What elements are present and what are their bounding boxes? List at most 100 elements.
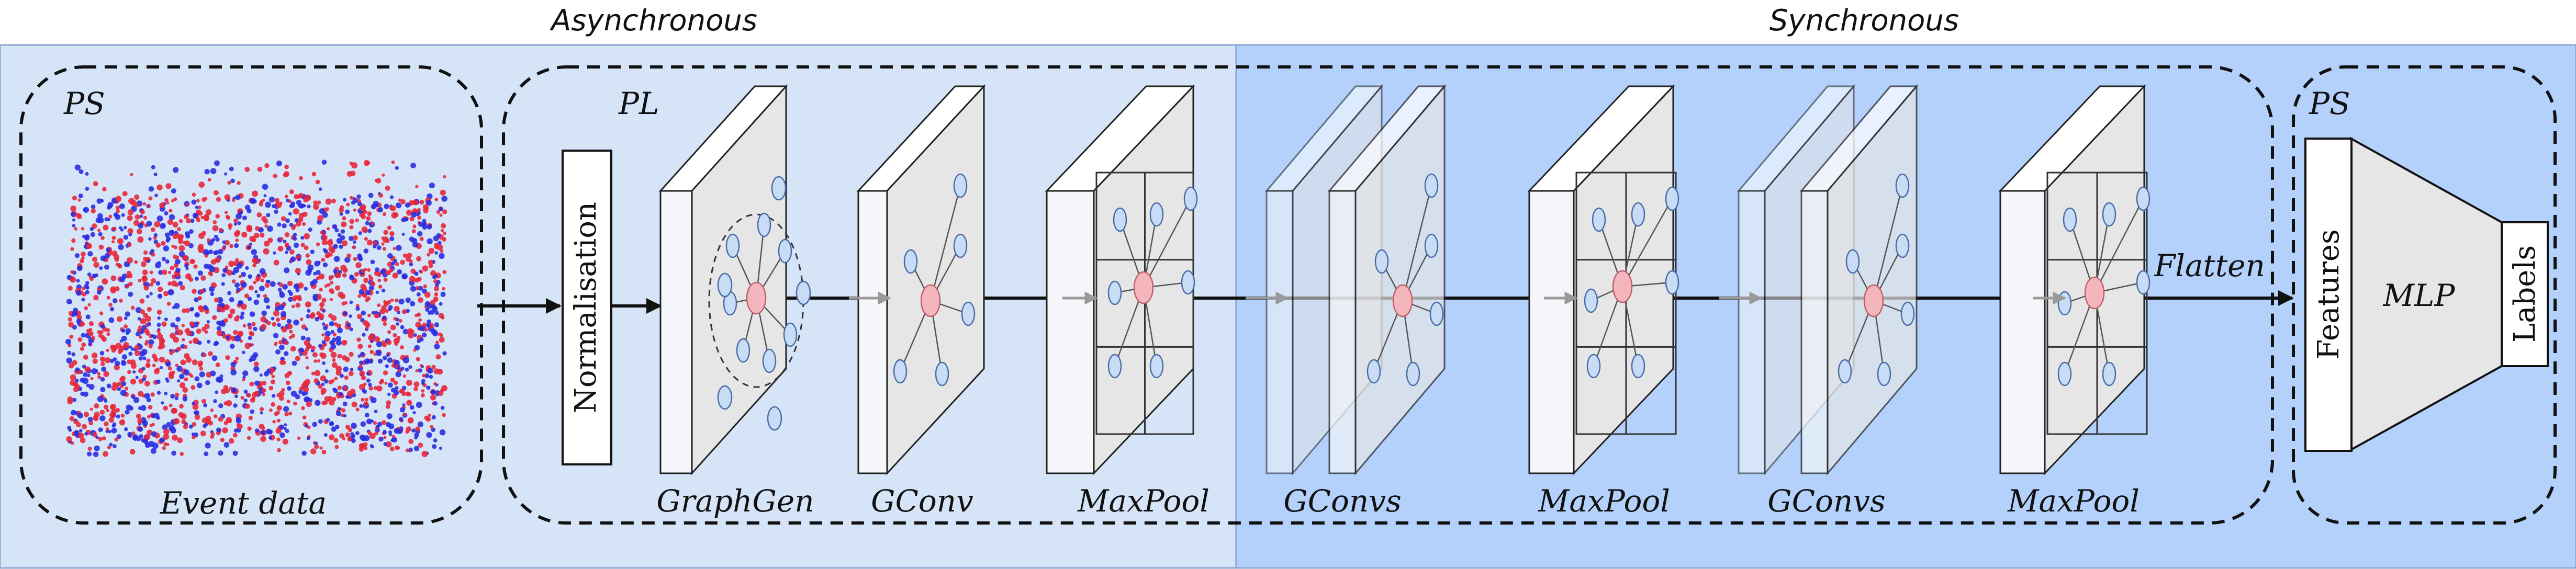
center-node bbox=[1392, 284, 1413, 317]
event-point bbox=[214, 297, 219, 303]
event-point bbox=[106, 295, 110, 300]
event-point bbox=[306, 436, 310, 440]
event-point bbox=[88, 420, 94, 426]
event-point bbox=[366, 296, 371, 301]
event-point bbox=[264, 163, 270, 168]
event-point bbox=[266, 213, 271, 218]
event-point bbox=[176, 346, 182, 351]
event-point bbox=[314, 444, 319, 449]
event-point bbox=[282, 284, 288, 290]
event-point bbox=[248, 285, 254, 291]
event-point bbox=[264, 282, 270, 288]
event-point bbox=[126, 332, 129, 335]
graph-node bbox=[1665, 270, 1679, 295]
ps-left-group bbox=[19, 65, 483, 525]
event-point bbox=[352, 434, 356, 438]
event-point bbox=[212, 315, 217, 320]
event-point bbox=[227, 180, 231, 185]
event-point bbox=[224, 240, 230, 246]
event-point bbox=[440, 334, 443, 337]
event-point bbox=[359, 404, 363, 408]
event-point bbox=[366, 378, 371, 383]
event-point bbox=[393, 317, 397, 321]
event-point bbox=[199, 367, 204, 371]
event-point bbox=[130, 379, 137, 385]
event-point bbox=[107, 202, 114, 208]
event-point bbox=[111, 385, 117, 391]
event-point bbox=[395, 166, 399, 170]
event-point bbox=[120, 390, 127, 396]
event-point bbox=[267, 225, 273, 232]
event-point bbox=[182, 387, 188, 393]
event-point bbox=[130, 347, 135, 351]
event-point bbox=[402, 253, 408, 258]
event-point bbox=[316, 242, 320, 246]
event-point bbox=[73, 386, 79, 392]
event-point bbox=[83, 391, 88, 397]
event-point bbox=[386, 400, 391, 405]
event-point bbox=[192, 359, 198, 366]
event-point bbox=[284, 243, 289, 248]
event-point bbox=[92, 358, 98, 364]
event-point bbox=[341, 301, 346, 306]
event-point bbox=[415, 426, 420, 431]
graph-node bbox=[903, 249, 918, 274]
event-point bbox=[96, 198, 102, 204]
graph-node bbox=[1845, 249, 1860, 274]
event-point bbox=[407, 392, 411, 396]
event-point bbox=[327, 227, 330, 231]
event-point bbox=[242, 375, 246, 379]
event-point bbox=[439, 207, 443, 212]
event-point bbox=[174, 231, 178, 234]
event-point bbox=[319, 302, 325, 308]
event-point bbox=[86, 451, 92, 457]
event-point bbox=[194, 376, 200, 382]
event-point bbox=[229, 244, 233, 248]
event-point bbox=[198, 206, 201, 209]
event-point bbox=[339, 212, 343, 216]
event-point bbox=[80, 437, 86, 443]
event-point bbox=[100, 361, 105, 367]
event-point bbox=[98, 437, 103, 441]
event-point bbox=[433, 297, 439, 302]
event-point bbox=[215, 237, 220, 242]
event-point bbox=[240, 287, 244, 291]
event-point bbox=[395, 364, 399, 368]
isolated-node bbox=[717, 272, 733, 298]
event-point bbox=[331, 426, 337, 432]
event-point bbox=[176, 332, 180, 335]
event-point bbox=[274, 209, 278, 214]
event-point bbox=[148, 344, 153, 349]
event-point bbox=[349, 300, 353, 304]
event-point bbox=[284, 373, 290, 379]
event-point bbox=[315, 179, 320, 185]
event-point bbox=[363, 268, 367, 271]
event-point bbox=[433, 438, 438, 443]
event-point bbox=[163, 291, 169, 297]
graph-node bbox=[736, 338, 751, 363]
event-point bbox=[67, 350, 72, 355]
event-point bbox=[388, 430, 392, 434]
event-point bbox=[165, 361, 171, 367]
event-point bbox=[89, 226, 94, 231]
event-point bbox=[166, 236, 171, 242]
event-point bbox=[272, 204, 276, 208]
event-point bbox=[83, 355, 88, 360]
event-point bbox=[348, 371, 354, 377]
event-point bbox=[230, 369, 237, 375]
event-point bbox=[100, 377, 105, 382]
event-point bbox=[337, 407, 341, 411]
features-block bbox=[2304, 138, 2353, 452]
event-point bbox=[373, 386, 378, 390]
event-point bbox=[235, 357, 239, 360]
event-point bbox=[334, 377, 338, 381]
event-point bbox=[431, 415, 436, 420]
event-point bbox=[344, 375, 349, 380]
event-point bbox=[279, 395, 284, 401]
event-point bbox=[329, 288, 334, 293]
event-point bbox=[86, 243, 92, 249]
event-point bbox=[290, 203, 295, 208]
event-point bbox=[249, 358, 253, 362]
event-point bbox=[81, 256, 85, 260]
event-point bbox=[252, 263, 256, 268]
